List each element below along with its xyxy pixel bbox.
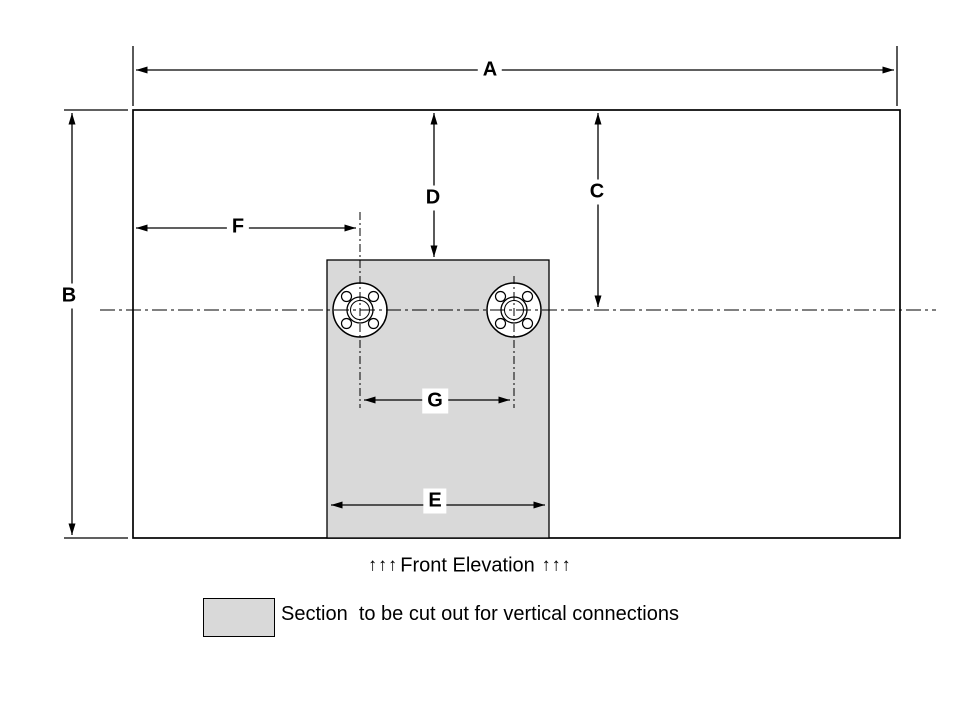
caption-up-arrows-right: ↑↑↑ xyxy=(541,554,572,575)
dimension-a xyxy=(132,46,898,106)
legend-cutout-swatch xyxy=(203,598,275,637)
dim-label-e: E xyxy=(423,488,447,514)
dimension-b xyxy=(64,109,128,539)
legend-text: Section to be cut out for vertical conne… xyxy=(281,603,679,625)
caption-title: Front Elevation xyxy=(400,554,535,577)
dim-label-c: C xyxy=(584,179,610,205)
caption-up-arrows-left: ↑↑↑ xyxy=(368,554,399,575)
dim-label-f: F xyxy=(226,214,250,240)
dim-label-d: D xyxy=(420,185,446,211)
caption: ↑↑↑Front Elevation↑↑↑ xyxy=(368,555,572,578)
dim-label-g: G xyxy=(422,388,448,414)
dim-label-b: B xyxy=(56,283,82,309)
dim-label-a: A xyxy=(477,57,503,83)
